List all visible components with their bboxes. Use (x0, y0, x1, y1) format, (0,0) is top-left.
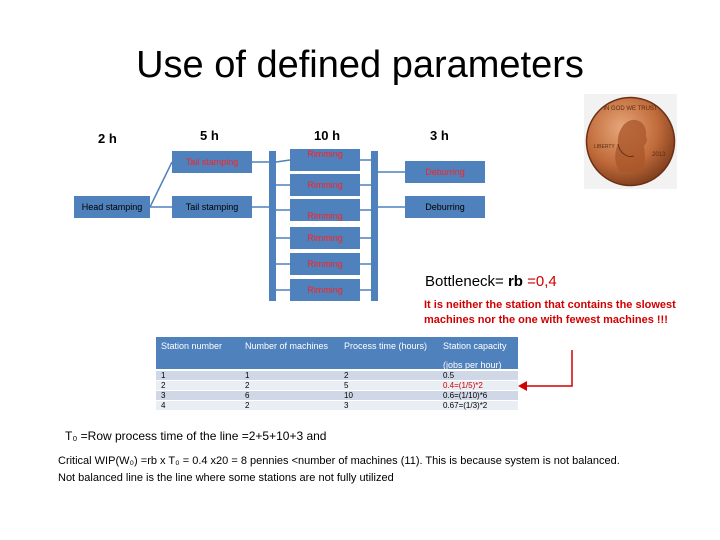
critical-wip-line: Critical WIP(W₀) =rb x T₀ = 0.4 x20 = 8 … (58, 455, 620, 467)
balanced-line-definition: Not balanced line is the line where some… (58, 472, 394, 484)
t0-line: T₀ =Row process time of the line =2+5+10… (65, 429, 326, 443)
bottleneck-arrow (0, 0, 720, 420)
